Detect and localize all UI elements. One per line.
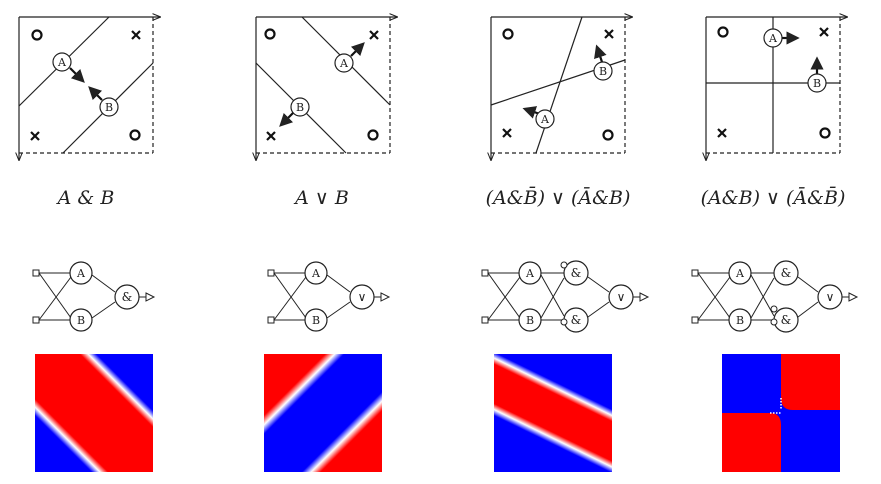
net-2-unit-a: A — [311, 267, 321, 280]
net-4-gate-1: & — [781, 266, 792, 280]
class-x-marker — [131, 30, 141, 40]
net-4-unit-a: A — [735, 267, 745, 280]
panel-3-caption: (A&B̄) ∨ (Ā&B) — [486, 186, 631, 209]
net-3-gate-1: & — [571, 266, 582, 280]
net-1-gate: & — [122, 290, 133, 304]
net-3-unit-a: A — [525, 267, 535, 280]
net-3-gate-2: & — [571, 313, 582, 327]
net-2-unit-b: B — [312, 314, 320, 327]
net-4-gate-out: ∨ — [826, 290, 835, 304]
net-1-unit-b: B — [77, 314, 85, 327]
net-3-unit-b: B — [526, 314, 534, 327]
unit-b-label: B — [296, 101, 304, 114]
unit-b-label: B — [813, 77, 821, 90]
net-2-gate: ∨ — [358, 290, 367, 304]
panel-1-scatter: A B — [19, 17, 160, 160]
unit-b-label: B — [599, 65, 607, 78]
panel-1-heatmap — [35, 354, 153, 472]
unit-a-label: A — [339, 57, 349, 70]
panel-4-caption: (A&B) ∨ (Ā&B̄) — [701, 186, 846, 209]
panel-3-network: A B & & ∨ — [481, 260, 650, 333]
unit-b-label: B — [105, 101, 113, 114]
panel-3-scatter: A B — [491, 17, 632, 160]
net-1-unit-a: A — [76, 267, 86, 280]
net-3-gate-out: ∨ — [617, 290, 626, 304]
panel-4-network: A B & & ∨ — [691, 260, 859, 333]
unit-a-label: A — [57, 56, 67, 69]
panel-1-caption: A & B — [56, 187, 115, 209]
class-o-marker — [129, 129, 141, 141]
panel-2-scatter: A B — [256, 17, 397, 160]
panel-4-heatmap — [722, 354, 840, 472]
class-x-marker — [30, 131, 40, 141]
unit-a-node — [52, 52, 72, 72]
unit-a-label: A — [768, 32, 778, 45]
panel-4-scatter: A B — [706, 17, 847, 160]
net-4-gate-2: & — [781, 313, 792, 327]
class-o-marker — [31, 29, 43, 41]
panel-1-network: A B & — [32, 261, 156, 332]
panel-2-network: A B ∨ — [267, 261, 391, 332]
panel-3-heatmap — [494, 354, 612, 472]
panel-2-caption: A ∨ B — [293, 187, 349, 209]
unit-a-label: A — [540, 113, 550, 126]
net-4-unit-b: B — [736, 314, 744, 327]
unit-b-node — [99, 97, 119, 117]
panel-2-heatmap — [264, 354, 382, 472]
